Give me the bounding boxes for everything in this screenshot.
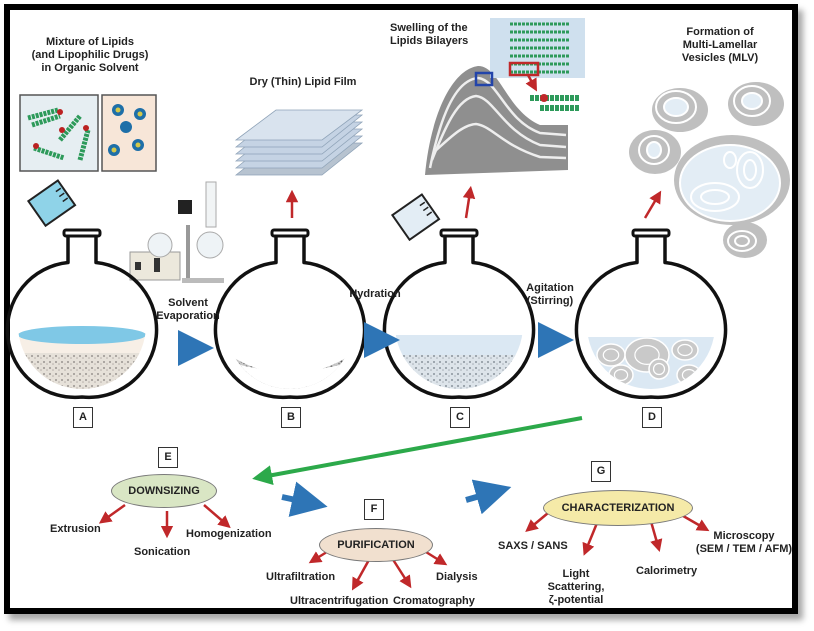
title-line: Vesicles (MLV) <box>681 52 759 64</box>
title-line: Multi-Lamellar <box>682 39 758 51</box>
title-line: (and Lipophilic Drugs) <box>31 49 149 61</box>
red-arrow-up <box>643 190 662 219</box>
title-line: Formation of <box>686 26 754 38</box>
stage-characterization: CHARACTERIZATION <box>543 490 693 526</box>
method-light-scattering: Light Scattering, ζ-potential <box>536 568 616 607</box>
flask-d <box>574 228 728 400</box>
flask-a <box>5 228 159 400</box>
title-line: Lipids Bilayers <box>390 35 469 47</box>
method-dialysis: Dialysis <box>436 571 478 583</box>
method-ultracentrifugation: Ultracentrifugation <box>290 595 389 607</box>
method-microscopy: Microscopy (SEM / TEM / AFM) <box>694 530 794 556</box>
method-line: Light Scattering, <box>547 568 605 593</box>
method-homogenization: Homogenization <box>186 528 272 540</box>
stage-label-e: E <box>158 447 178 468</box>
step-solvent-evaporation: Solvent Evaporation <box>150 297 226 323</box>
method-saxs-sans: SAXS / SANS <box>498 540 568 552</box>
stage-label-f: F <box>364 499 384 520</box>
blue-arrow-right <box>281 481 328 517</box>
method-cromatography: Cromatography <box>393 595 475 607</box>
blue-arrow-right <box>465 479 512 515</box>
method-extrusion: Extrusion <box>50 523 101 535</box>
step-line: Solvent <box>168 297 208 309</box>
stage-downsizing: DOWNSIZING <box>111 474 217 508</box>
mlv-vesicles-illustration <box>629 82 790 258</box>
step-line: (Stirring) <box>526 295 574 307</box>
method-sonication: Sonication <box>134 546 191 558</box>
flask-c <box>382 228 536 400</box>
method-line: Microscopy <box>713 530 775 542</box>
mixture-title: Mixture of Lipids (and Lipophilic Drugs)… <box>30 36 150 75</box>
method-calorimetry: Calorimetry <box>636 565 698 577</box>
title-line: Swelling of the <box>390 22 468 34</box>
step-line: Agitation <box>526 282 574 294</box>
flask-label-b: B <box>281 407 301 428</box>
rotary-evaporator-illustration <box>129 181 224 283</box>
red-arrow-up <box>462 185 476 219</box>
method-line: (SEM / TEM / AFM) <box>695 543 793 555</box>
swelling-title: Swelling of the Lipids Bilayers <box>390 22 470 48</box>
lipid-film-stack-illustration <box>234 109 364 176</box>
beaker-icon <box>26 179 77 228</box>
flask-b <box>213 228 367 400</box>
step-agitation: Agitation (Stirring) <box>522 282 578 308</box>
beaker-icon <box>390 193 441 242</box>
flask-label-c: C <box>450 407 470 428</box>
step-line: Evaporation <box>156 310 220 322</box>
stage-purification: PURIFICATION <box>319 528 433 562</box>
dry-film-title: Dry (Thin) Lipid Film <box>249 76 357 88</box>
lipid-mixture-illustration <box>19 94 157 172</box>
step-hydration: Hydration <box>349 288 401 300</box>
stage-label-g: G <box>591 461 611 482</box>
title-line: Mixture of Lipids <box>46 36 134 48</box>
swelling-bilayer-illustration <box>425 18 585 175</box>
green-arrow-return <box>252 416 583 486</box>
mlv-title: Formation of Multi-Lamellar Vesicles (ML… <box>670 26 770 65</box>
flask-label-a: A <box>73 407 93 428</box>
method-line: ζ-potential <box>548 594 604 606</box>
method-ultrafiltration: Ultrafiltration <box>266 571 336 583</box>
title-line: in Organic Solvent <box>41 62 139 74</box>
drug-molecule-icons <box>108 104 146 156</box>
flask-label-d: D <box>642 407 662 428</box>
